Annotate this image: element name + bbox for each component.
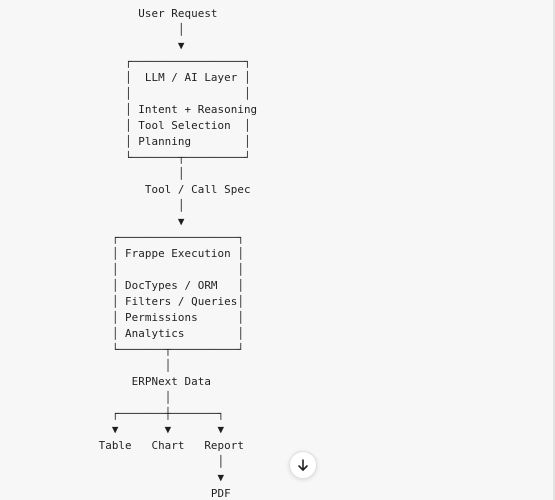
diagram-line: └───────┬─────────┘ — [92, 151, 251, 164]
diagram-line: │ Analytics │ — [92, 327, 244, 340]
diagram-line: │ │ — [92, 87, 251, 100]
diagram-line: │ LLM / AI Layer │ — [92, 71, 251, 84]
diagram-line: │ — [92, 359, 172, 372]
arrow-down-icon — [298, 459, 308, 471]
diagram-line: │ Intent + Reasoning — [92, 103, 258, 116]
diagram-line: ┌───────┼───────┐ — [92, 407, 225, 420]
diagram-line: ▼ ▼ ▼ — [92, 423, 225, 436]
diagram-line: │ — [92, 455, 225, 468]
diagram-line: │ Filters / Queries│ — [92, 295, 244, 308]
diagram-line: │ — [92, 199, 185, 212]
diagram-line: │ — [92, 23, 185, 36]
diagram-line: │ Tool Selection │ — [92, 119, 251, 132]
diagram-line: │ Permissions │ — [92, 311, 244, 324]
diagram-line: └───────┬──────────┘ — [92, 343, 244, 356]
diagram-line: ▼ — [92, 215, 185, 228]
ascii-flow-diagram: User Request │ ▼ ┌─────────────────┐ │ L… — [92, 6, 258, 500]
diagram-line: ▼ — [92, 39, 185, 52]
diagram-line: ┌──────────────────┐ — [92, 231, 244, 244]
panel-edge — [553, 0, 555, 500]
diagram-line: User Request — [92, 7, 218, 20]
diagram-line: Table Chart Report — [92, 439, 244, 452]
diagram-line: │ │ — [92, 263, 244, 276]
diagram-line: ┌─────────────────┐ — [92, 55, 251, 68]
diagram-line: │ — [92, 167, 185, 180]
diagram-line: ▼ — [92, 471, 225, 484]
diagram-line: │ Frappe Execution │ — [92, 247, 244, 260]
diagram-line: │ — [92, 391, 172, 404]
diagram-line: │ Planning │ — [92, 135, 251, 148]
diagram-line: │ DocTypes / ORM │ — [92, 279, 244, 292]
diagram-line: Tool / Call Spec — [92, 183, 251, 196]
diagram-line: PDF — [92, 487, 231, 500]
scroll-to-bottom-button[interactable] — [289, 451, 317, 479]
diagram-line: ERPNext Data — [92, 375, 211, 388]
